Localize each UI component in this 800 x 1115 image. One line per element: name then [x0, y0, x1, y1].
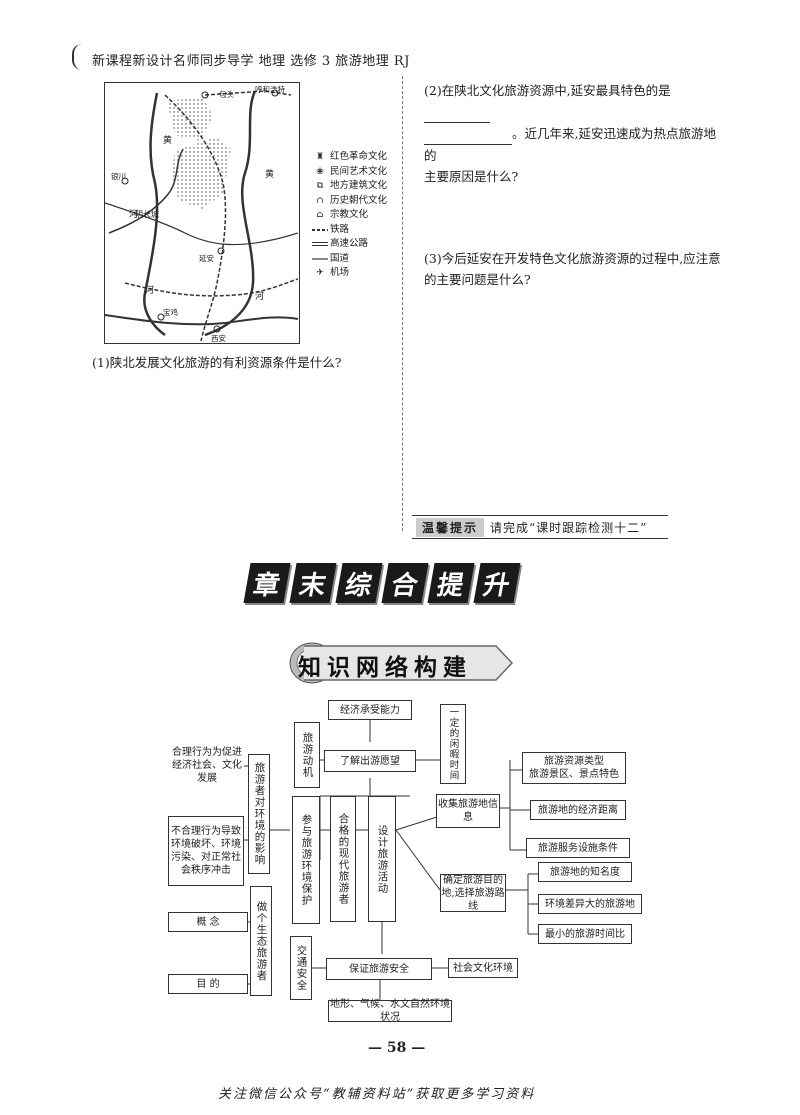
railway-north: [204, 90, 292, 96]
tip-box: 温馨提示 请完成“课时跟踪检测十二”: [412, 515, 668, 539]
map-river-char: 黄: [265, 170, 275, 180]
yanan-marker: [217, 247, 225, 255]
reasonable-behavior-text: 合理行为为促进经济社会、文化发展: [170, 742, 244, 788]
xian-marker: [213, 325, 221, 333]
chapter-title-char: 升: [473, 563, 521, 603]
answer-blank[interactable]: [424, 123, 512, 145]
map-place-label: 包头: [219, 90, 234, 99]
section-title: 知识网络构建: [298, 655, 472, 681]
concept-box: 概 念: [168, 912, 248, 932]
social-env-box: 社会文化环境: [448, 958, 518, 978]
baotou-marker: [201, 91, 209, 99]
chapter-title-char: 综: [335, 563, 383, 603]
map-place-label: 西安: [211, 334, 226, 343]
map-place-label: 宝鸡: [163, 308, 178, 317]
legend-item: ♜红色革命文化: [312, 150, 387, 165]
determine-destination-box: 确定旅游目的地,选择旅游路线: [440, 874, 506, 912]
map-place-label: 呼和浩特: [255, 85, 285, 94]
religion-icon: ⌂: [316, 210, 324, 220]
legend-item: ⧉地方建筑文化: [312, 179, 387, 194]
map-place-label: 延安: [199, 254, 214, 263]
map-drawing: [104, 89, 299, 342]
map-river-char: 黄: [163, 136, 173, 146]
tourist-impact-box: 旅游者对环境的影响: [248, 754, 270, 874]
footer-note: 关注微信公众号“教辅资料站”获取更多学习资料: [218, 1087, 536, 1102]
question-3: (3)今后延安在开发特色文化旅游资源的过程中,应注意 的主要问题是什么?: [424, 251, 721, 287]
highway-icon: [312, 241, 328, 247]
header-bracket: [72, 44, 84, 70]
fame-box: 旅游地的知名度: [538, 862, 632, 882]
chapter-title: 章 末 综 合 提 升: [243, 563, 521, 603]
airport-icon: ✈: [316, 268, 324, 278]
architecture-icon: ⧉: [316, 181, 324, 191]
min-time-ratio-box: 最小的旅游时间比: [538, 924, 632, 944]
map-river-char: 河: [145, 286, 155, 296]
shaanbei-map: 包头 呼和浩特 银川 延安 明长城 宝鸡 西安 黄 河 黄 河 河: [104, 82, 300, 344]
tip-text: 请完成“课时跟踪检测十二”: [490, 520, 648, 535]
question-2: (2)在陕北文化旅游资源中,延安最具特色的是 。近几年来,延安迅速成为热点旅游地…: [424, 83, 716, 184]
railway-main: [164, 94, 227, 342]
railway-icon: [312, 227, 328, 233]
resource-type-box: 旅游资源类型旅游景区、景点特色: [522, 752, 626, 784]
answer-blank[interactable]: [424, 101, 490, 123]
spare-time-box: 一定的闲暇时间: [440, 704, 466, 784]
eco-tourist-box: 做个生态旅游者: [250, 886, 272, 996]
hohhot-marker: [271, 89, 279, 97]
great-wall-line: [108, 148, 184, 234]
map-river-char: 河: [129, 210, 139, 220]
participate-protection-box: 参与旅游环境保护: [292, 796, 320, 924]
red-culture-icon: ♜: [315, 152, 325, 162]
running-header: 新课程新设计名师同步导学 地理 选修 3 旅游地理 RJ: [92, 54, 410, 69]
page-number: — 58 —: [368, 1040, 426, 1056]
chapter-title-char: 章: [243, 563, 291, 603]
desert-area-south: [171, 137, 231, 209]
service-facilities-box: 旅游服务设施条件: [526, 838, 630, 858]
wei-river: [104, 314, 299, 326]
tip-label: 温馨提示: [416, 517, 485, 537]
chapter-title-char: 合: [381, 563, 429, 603]
economic-distance-box: 旅游地的经济距离: [530, 800, 626, 820]
legend-item: 铁路: [312, 223, 387, 238]
history-icon: ∩: [316, 195, 324, 206]
chapter-title-char: 末: [289, 563, 337, 603]
traffic-safety-box: 交通安全: [290, 936, 312, 1000]
railway-south: [124, 278, 299, 297]
national-road-icon: [312, 256, 328, 262]
understand-wish-box: 了解出游愿望: [324, 750, 416, 772]
legend-item: 高速公路: [312, 237, 387, 252]
section-banner: [289, 642, 514, 684]
ensure-safety-box: 保证旅游安全: [326, 958, 432, 980]
natural-env-box: 地形、气候、水文自然环境状况: [328, 999, 452, 1023]
legend-item: ⌂宗教文化: [312, 208, 387, 223]
env-difference-box: 环境差异大的旅游地: [538, 894, 642, 914]
map-place-label: 明长城: [135, 210, 159, 219]
column-divider: [402, 76, 403, 531]
folk-art-icon: ❀: [316, 166, 324, 177]
legend-item: 国道: [312, 252, 387, 267]
yellow-river-east: [204, 90, 257, 337]
national-road: [104, 202, 299, 246]
legend-item: ∩历史朝代文化: [312, 194, 387, 209]
map-river-char: 河: [255, 292, 265, 302]
motive-box: 旅游动机: [294, 722, 320, 788]
collect-info-box: 收集旅游地信息: [436, 794, 500, 828]
yinchuan-marker: [121, 177, 129, 185]
baoji-marker: [157, 313, 165, 321]
economic-capacity-box: 经济承受能力: [328, 700, 412, 720]
design-activity-box: 设计旅游活动: [368, 796, 396, 922]
yellow-river: [143, 92, 166, 337]
map-place-label: 银川: [111, 172, 126, 181]
knowledge-diagram: 经济承受能力 一定的闲暇时间 旅游动机 了解出游愿望 合理行为为促进经济社会、文…: [160, 690, 642, 1030]
unreasonable-behavior-box: 不合理行为导致环境破坏、环境污染、对正常社会秩序冲击: [168, 816, 244, 886]
chapter-title-char: 提: [427, 563, 475, 603]
qualified-tourist-box: 合格的现代旅游者: [330, 796, 356, 922]
question-1: (1)陕北发展文化旅游的有利资源条件是什么?: [92, 355, 342, 370]
purpose-box: 目 的: [168, 974, 248, 994]
legend-item: ✈机场: [312, 266, 387, 281]
map-legend: ♜红色革命文化 ❀民间艺术文化 ⧉地方建筑文化 ∩历史朝代文化 ⌂宗教文化 铁路…: [312, 150, 387, 281]
legend-item: ❀民间艺术文化: [312, 165, 387, 180]
